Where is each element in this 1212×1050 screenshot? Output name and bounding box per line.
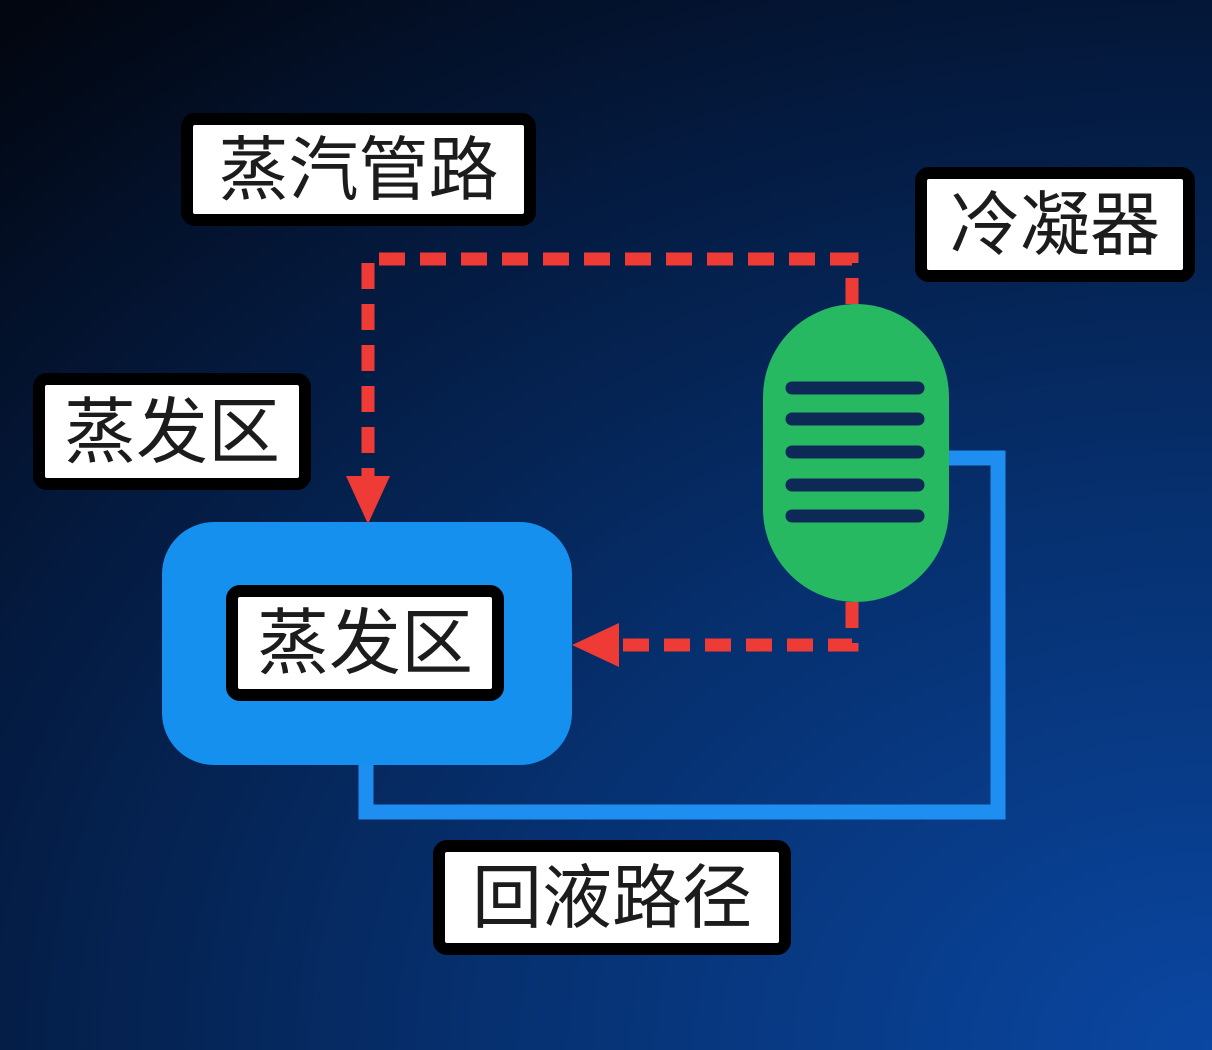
condenser-fins — [785, 381, 925, 523]
evaporation-zone-label: 蒸发区 — [33, 373, 311, 490]
vapor-arrow-down-icon — [346, 476, 390, 524]
condenser-vessel-icon — [763, 304, 949, 602]
condenser-label: 冷凝器 — [915, 167, 1195, 282]
evaporator-label: 蒸发区 — [226, 585, 504, 701]
vapor-line-top — [361, 252, 859, 488]
return-path-label: 回液路径 — [433, 840, 791, 955]
vapor-pipe-label: 蒸汽管路 — [181, 113, 536, 226]
return-liquid-line — [358, 450, 1006, 820]
vapor-line-bottom — [617, 602, 859, 652]
vapor-arrow-left-icon — [572, 623, 619, 667]
